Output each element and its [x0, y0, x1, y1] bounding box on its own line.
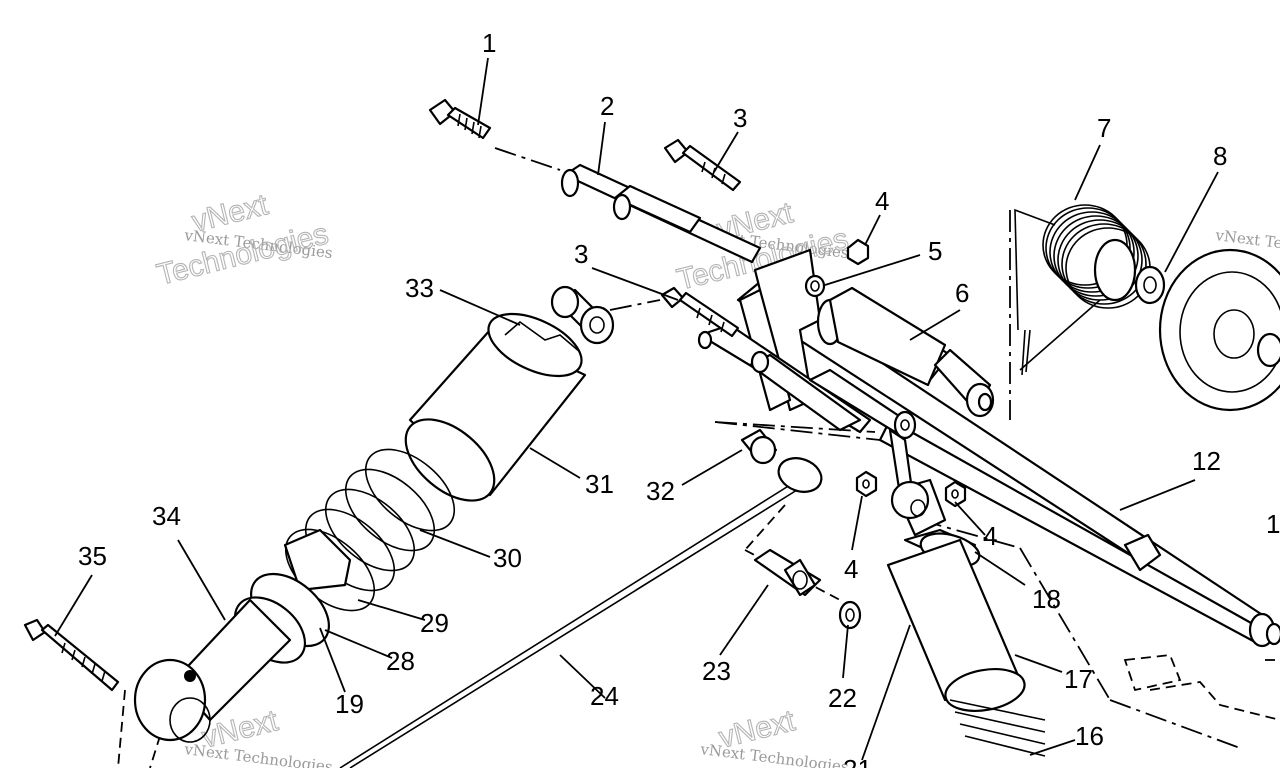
callout-8: 8 [1213, 141, 1227, 171]
callout-5: 5 [928, 236, 942, 266]
nut-4-top [846, 238, 870, 266]
shock-absorber-main [133, 312, 587, 743]
watermark-line: vNext Te [1214, 226, 1280, 252]
bolt-35 [23, 618, 120, 692]
watermark-line: vNext Technologies [699, 740, 850, 768]
clamp-23 [753, 548, 822, 597]
callout-3-lower: 3 [574, 239, 588, 269]
callout-19: 19 [335, 689, 364, 719]
callout-6: 6 [955, 278, 969, 308]
callout-2: 2 [600, 91, 614, 121]
callout-4-top: 4 [875, 186, 889, 216]
watermark-left: vNext vNext Technologies Technologies [153, 188, 333, 293]
shaft [560, 163, 762, 264]
watermark-bottom-center: vNext vNext Technologies [699, 704, 850, 768]
callout-28: 28 [386, 646, 415, 676]
torsion-spring [1014, 204, 1151, 376]
bolt-3-upper [663, 138, 742, 192]
bolt-1 [428, 98, 492, 140]
callout-29: 29 [420, 608, 449, 638]
bushing-33 [550, 285, 615, 345]
callout-34: 34 [152, 501, 181, 531]
leader-lines [54, 57, 1219, 761]
washer [1134, 265, 1166, 305]
nut-4-mid [855, 470, 878, 498]
watermark-big-bottom: Technologies [154, 217, 332, 291]
callout-35: 35 [78, 541, 107, 571]
watermark-line: vNext Technologies [183, 740, 334, 768]
callout-3-upper: 3 [733, 103, 747, 133]
sleeve [816, 286, 995, 418]
callout-16: 16 [1075, 721, 1104, 751]
callout-24: 24 [590, 681, 619, 711]
pivot-bracket [697, 248, 917, 497]
nut-4-right [944, 480, 967, 508]
washer-22 [838, 600, 862, 630]
washer-5 [804, 274, 826, 298]
callout-1: 1 [482, 28, 496, 58]
right-phantom-part [1123, 654, 1280, 721]
bolt-3-lower [660, 286, 740, 338]
callout-labels: 1 2 3 3 4 4 4 5 6 7 8 12 1 16 17 18 19 2… [78, 28, 1280, 768]
callout-30: 30 [493, 543, 522, 573]
callout-1-right: 1 [1266, 509, 1280, 539]
callout-23: 23 [702, 656, 731, 686]
rod-24 [339, 457, 823, 768]
callout-32: 32 [646, 476, 675, 506]
callout-4-mid: 4 [844, 554, 858, 584]
swing-arm [736, 280, 1280, 648]
callout-21: 21 [843, 754, 872, 768]
idler-wheel [1158, 248, 1280, 412]
callout-22: 22 [828, 683, 857, 713]
callout-18: 18 [1032, 584, 1061, 614]
callout-7: 7 [1097, 113, 1111, 143]
watermark-right: vNext Te [1214, 226, 1280, 252]
callout-17: 17 [1064, 664, 1093, 694]
bushing-32 [740, 428, 778, 465]
callout-33: 33 [405, 273, 434, 303]
callout-31: 31 [585, 469, 614, 499]
shock-absorber-lower [886, 478, 1046, 757]
callout-12: 12 [1192, 446, 1221, 476]
callout-4-right: 4 [983, 521, 997, 551]
